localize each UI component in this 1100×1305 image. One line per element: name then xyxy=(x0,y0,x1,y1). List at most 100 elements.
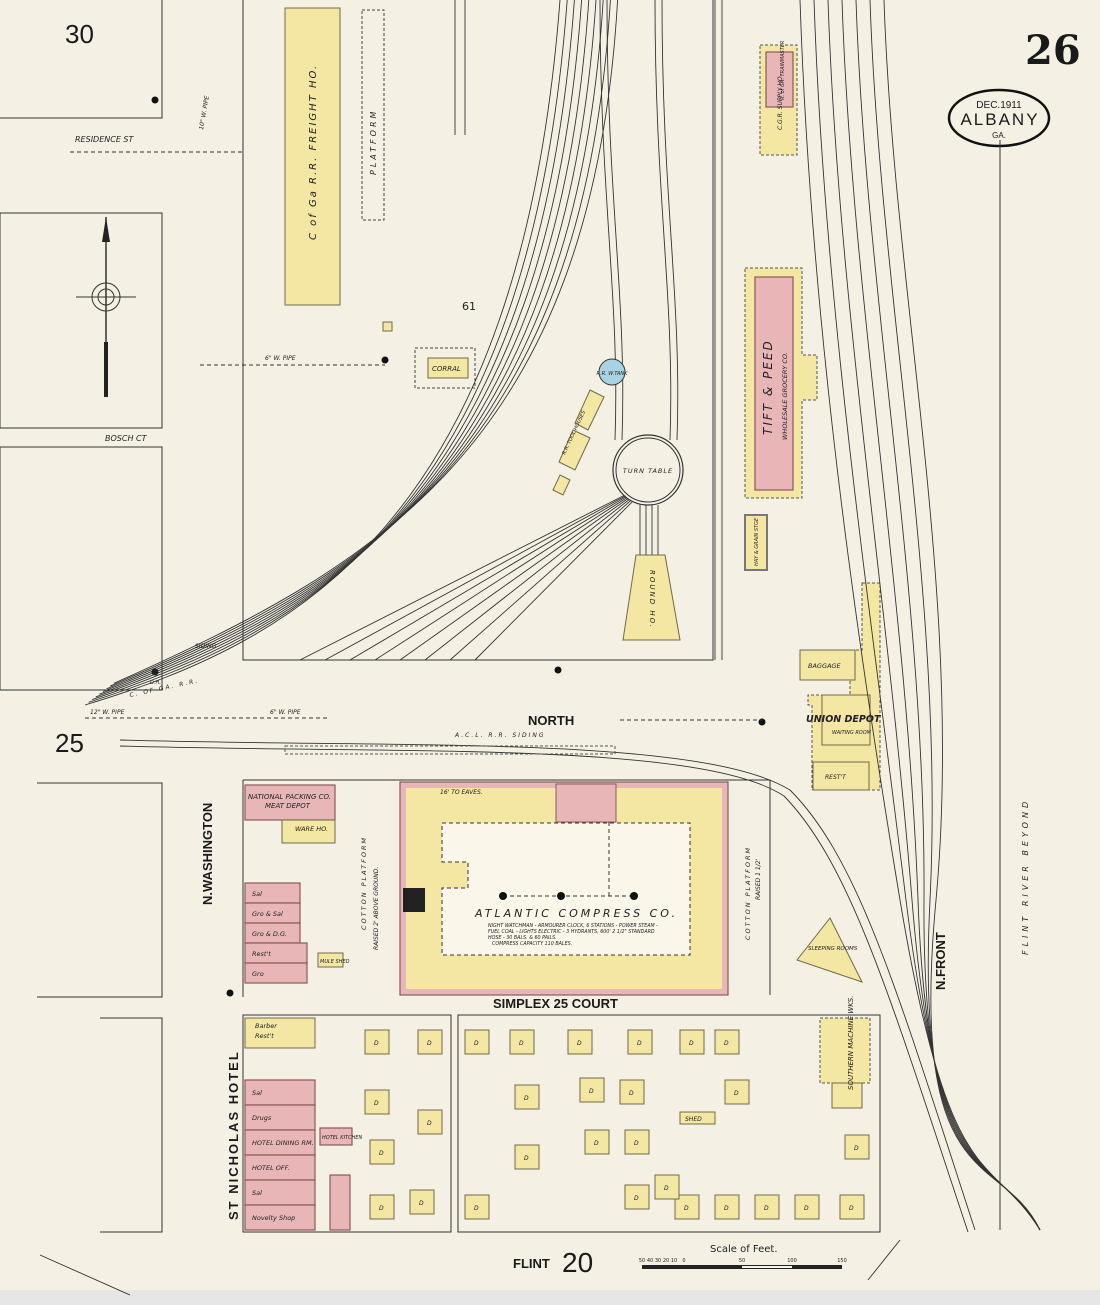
hotel-kitchen xyxy=(319,1127,353,1146)
six-pipe-label-north: 6" W. PIPE xyxy=(270,709,301,716)
residence-st-label: RESIDENCE ST xyxy=(75,135,135,144)
dwelling-label: D xyxy=(634,1195,639,1202)
hotel-room-label: Drugs xyxy=(252,1114,272,1122)
hotel-room-label: Sal xyxy=(252,1189,262,1197)
restaurant-label: REST'T xyxy=(825,774,847,781)
round-house xyxy=(622,554,681,641)
track-line xyxy=(374,494,632,661)
dwelling-label: D xyxy=(524,1155,529,1162)
hay-grain-storage xyxy=(744,514,768,571)
freight-platform xyxy=(361,9,385,221)
dwelling xyxy=(714,1029,740,1055)
adjoining-sheet-25: 25 xyxy=(55,728,84,758)
cotton-platform-left: COTTON PLATFORM xyxy=(360,836,368,930)
waiting-room-label: WAITING ROOM xyxy=(832,730,872,736)
dwelling-label: D xyxy=(379,1150,384,1157)
simplex-court-label: SIMPLEX 25 COURT xyxy=(493,996,618,1011)
bosch-ct-label: BOSCH CT xyxy=(105,434,148,443)
scale-title: Scale of Feet. xyxy=(710,1244,778,1255)
freight-platform-label: PLATFORM xyxy=(369,109,378,175)
block-number: 61 xyxy=(462,300,476,313)
railroad-tracks xyxy=(84,0,976,1233)
scale-tick-label: 0 xyxy=(682,1258,685,1264)
scale-tick-label: 150 xyxy=(837,1258,847,1264)
cotton-platform-right: COTTON PLATFORM xyxy=(744,846,752,940)
track-line xyxy=(606,0,624,441)
dwelling xyxy=(364,1029,390,1055)
freight-house xyxy=(284,7,341,306)
track-line xyxy=(813,0,1041,1231)
southern-machine-works xyxy=(819,1017,871,1084)
water-tank-label: R.R. W.TANK xyxy=(597,371,629,377)
hotel-room xyxy=(244,1204,316,1231)
turn-table xyxy=(612,434,684,506)
hotel-room xyxy=(244,1104,316,1131)
dwelling xyxy=(627,1029,653,1055)
dwelling-label: D xyxy=(519,1040,524,1047)
store-label: Sal xyxy=(252,890,262,898)
dwelling xyxy=(464,1029,490,1055)
compress-note-2: FUEL COAL - LIGHTS ELECTRIC - 3 HYDRANTS… xyxy=(488,929,655,935)
scale-tick-label: 30 xyxy=(655,1258,661,1264)
dwelling xyxy=(844,1134,870,1160)
hotel-room xyxy=(244,1179,316,1206)
dwelling-label: D xyxy=(849,1205,854,1212)
meat-depot-label: MEAT DEPOT xyxy=(265,802,311,810)
store-label: Gro & Sal xyxy=(252,910,283,918)
dwelling-label: D xyxy=(577,1040,582,1047)
track-line xyxy=(88,0,568,703)
scale-tick-label: 10 xyxy=(671,1258,677,1264)
flint-street-label: FLINT xyxy=(513,1256,550,1271)
track-line xyxy=(799,0,1041,1231)
hotel-room xyxy=(244,1154,316,1181)
cartouche-state: GA. xyxy=(992,131,1006,140)
track-line xyxy=(424,494,636,661)
dh-label: D.H. xyxy=(150,680,161,686)
union-depot xyxy=(821,694,871,746)
track-line xyxy=(399,494,634,661)
dwelling-label: D xyxy=(594,1140,599,1147)
track-line xyxy=(349,494,630,661)
track-line xyxy=(474,494,640,661)
track-line xyxy=(883,0,1041,1231)
dwelling xyxy=(579,1077,605,1103)
dwelling-label: D xyxy=(634,1140,639,1147)
hotel-room-label: HOTEL DINING RM. xyxy=(252,1139,314,1147)
dwelling xyxy=(509,1029,535,1055)
flint-river-label: FLINT RIVER BEYOND xyxy=(1021,798,1030,955)
dwelling xyxy=(417,1109,443,1135)
twelve-pipe-label: 12" W. PIPE xyxy=(90,709,125,716)
dwelling-label: D xyxy=(804,1205,809,1212)
right-railroad-tracks xyxy=(39,0,1041,1296)
store-label: Rest't xyxy=(252,950,271,958)
national-packing-label: NATIONAL PACKING CO. xyxy=(248,793,331,801)
union-depot-label: UNION DEPOT xyxy=(806,714,882,725)
dwelling-label: D xyxy=(734,1090,739,1097)
compress-name: ATLANTIC COMPRESS CO. xyxy=(474,907,678,920)
hotel-kitchen-label: HOTEL KITCHEN xyxy=(322,1135,363,1141)
sleeping-rooms xyxy=(796,917,863,983)
six-pipe-label: 6" W. PIPE xyxy=(265,355,296,362)
hotel-room-label: Sal xyxy=(252,1089,262,1097)
hotel-room-label: Novelty Shop xyxy=(252,1214,295,1222)
track-line xyxy=(119,745,969,1233)
dwelling-label: D xyxy=(427,1040,432,1047)
siding-label: SIDING xyxy=(195,643,216,650)
round-house-label: ROUND HO. xyxy=(648,570,656,629)
dwelling-label: D xyxy=(374,1040,379,1047)
dwelling xyxy=(369,1139,395,1165)
track-line xyxy=(39,1254,131,1296)
dwelling xyxy=(364,1089,390,1115)
barber-shop xyxy=(244,1017,316,1049)
dwelling-label: D xyxy=(689,1040,694,1047)
dwelling xyxy=(679,1029,705,1055)
compress-note-3: HOSE - 30 BALS. & 60 PAILS. xyxy=(488,935,557,941)
north-platform xyxy=(284,745,616,755)
track-line xyxy=(110,0,611,687)
water-tank xyxy=(598,358,626,386)
scale-tick-label: 100 xyxy=(787,1258,797,1264)
